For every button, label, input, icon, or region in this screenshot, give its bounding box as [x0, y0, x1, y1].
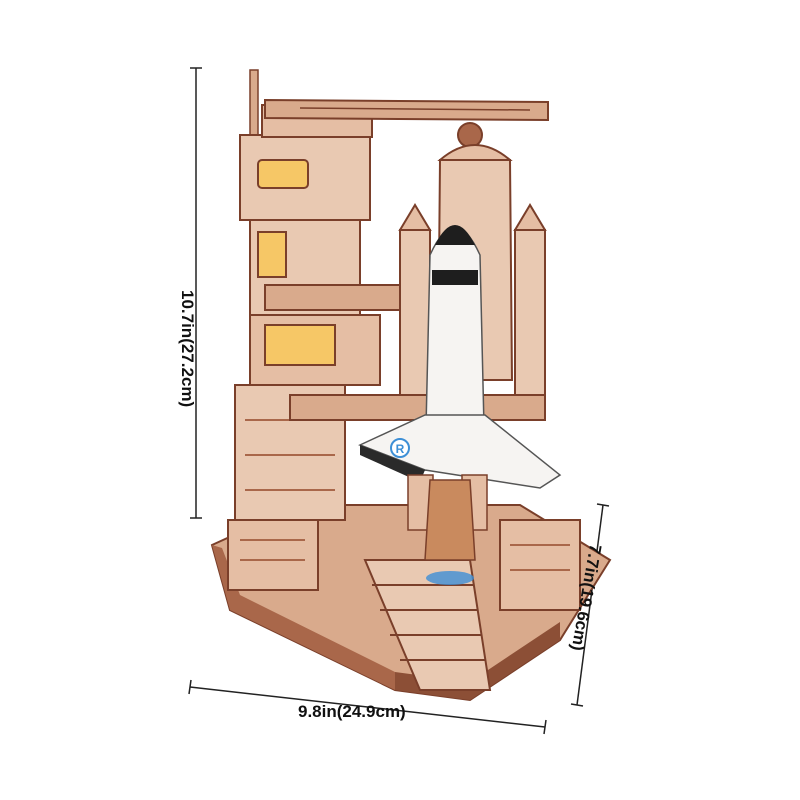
gantry-tower — [234, 69, 546, 521]
control-room-window — [257, 159, 309, 189]
lower-access-arm — [289, 394, 546, 421]
launch-base — [210, 504, 612, 702]
space-shuttle: R — [358, 225, 562, 585]
shuttle-wings — [358, 414, 562, 489]
shuttle-logo — [390, 438, 410, 458]
lit-room — [264, 324, 336, 366]
svg-text:R: R — [396, 442, 405, 456]
width-dimension-line — [188, 679, 547, 735]
height-dimension-line — [190, 67, 202, 519]
height-dimension-label: 10.7in(27.2cm) — [178, 290, 197, 408]
width-dimension-label: 9.8in(24.9cm) — [298, 702, 406, 721]
crane-arm — [264, 98, 549, 148]
access-arm — [264, 284, 416, 311]
engine-glow — [426, 571, 474, 585]
depth-dimension-line — [570, 503, 610, 707]
